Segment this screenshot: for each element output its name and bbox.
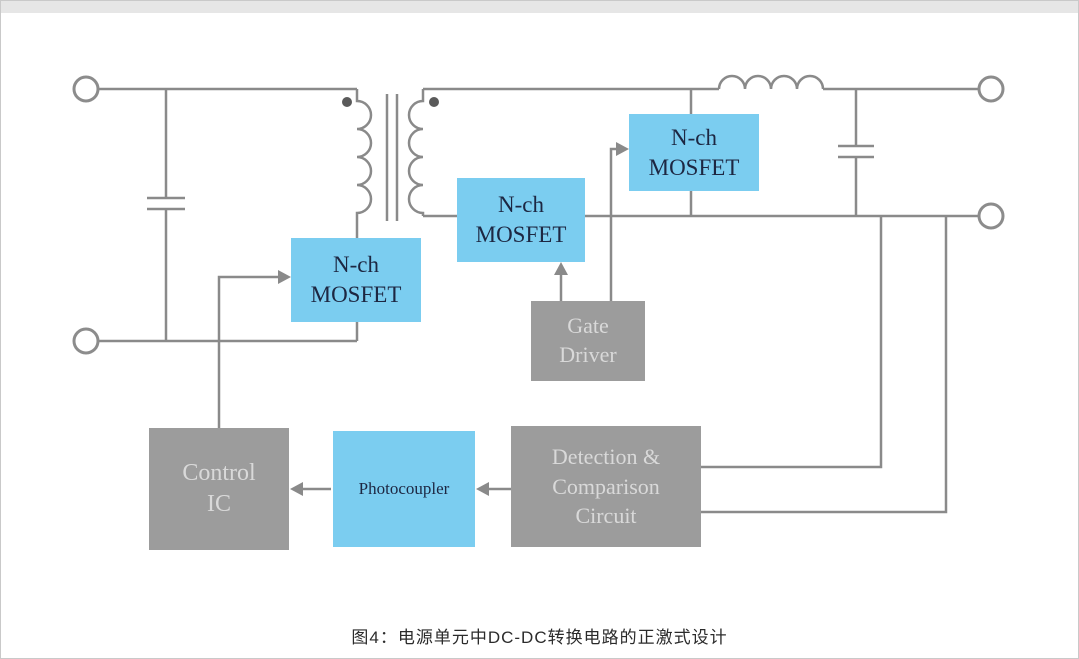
arrow-into-control-ic — [290, 482, 303, 496]
detection-label-line1: Detection & — [551, 443, 661, 469]
output-inductor — [717, 74, 825, 90]
detection-comparison-block: Detection & Comparison Circuit — [511, 426, 701, 547]
control-ic-label-line2: IC — [207, 491, 231, 517]
input-capacitor — [147, 89, 185, 341]
arrow-into-freewheel-mosfet — [616, 142, 629, 156]
figure-caption: 图4：电源单元中DC-DC转换电路的正激式设计 — [351, 628, 728, 647]
detection-label-line2: Comparison — [552, 473, 660, 499]
arrow-into-primary-mosfet — [278, 270, 291, 284]
gate-driver-block: Gate Driver — [531, 301, 645, 381]
wire-sense-line-b — [701, 216, 948, 514]
top-border-strip — [1, 1, 1078, 13]
primary-mosfet-block: N-ch MOSFET — [291, 238, 421, 322]
photocoupler-block: Photocoupler — [333, 431, 475, 547]
sync-mosfet-block: N-ch MOSFET — [457, 178, 585, 262]
input-terminal-bottom — [72, 327, 100, 355]
transformer-primary-coil — [355, 89, 373, 238]
freewheel-mosfet-label-line1: N-ch — [671, 124, 717, 150]
output-terminal-top — [977, 75, 1005, 103]
transformer-secondary-coil — [407, 89, 425, 216]
wire-controlic-to-primary — [217, 275, 279, 428]
sync-mosfet-label-line1: N-ch — [498, 192, 544, 218]
wire-gatedriver-to-freewheel — [609, 147, 618, 301]
freewheel-mosfet-label-line2: MOSFET — [648, 154, 740, 180]
primary-mosfet-label-line1: N-ch — [333, 252, 379, 278]
output-capacitor — [838, 89, 874, 216]
sync-mosfet-label-line2: MOSFET — [475, 222, 567, 247]
primary-mosfet-label-line2: MOSFET — [310, 282, 402, 307]
control-ic-block: Control IC — [149, 428, 289, 550]
wire-sense-line-a — [701, 216, 883, 469]
detection-label-line3: Circuit — [575, 503, 637, 529]
output-terminal-bottom — [977, 202, 1005, 230]
control-ic-label-line1: Control — [182, 459, 256, 486]
photocoupler-label: Photocoupler — [358, 478, 450, 498]
secondary-polarity-dot — [429, 97, 439, 107]
transformer-core — [385, 94, 399, 221]
gate-driver-label-line1: Gate — [567, 313, 609, 339]
primary-polarity-dot — [342, 97, 352, 107]
arrow-into-sync-mosfet — [554, 262, 568, 275]
freewheel-mosfet-block: N-ch MOSFET — [629, 114, 759, 191]
gate-driver-label-line2: Driver — [559, 342, 617, 367]
arrow-into-photocoupler — [476, 482, 489, 496]
input-terminal-top — [72, 75, 100, 103]
